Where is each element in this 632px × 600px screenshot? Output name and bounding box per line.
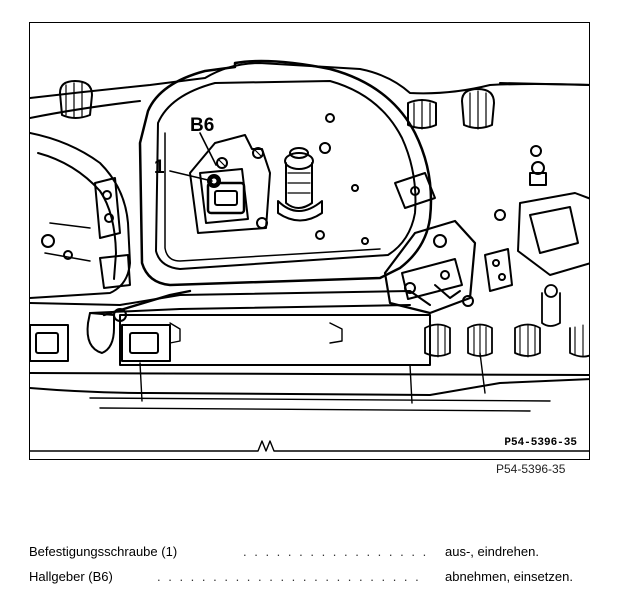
- legend-label: Befestigungsschraube (1): [29, 544, 178, 559]
- figure-code-inner: P54-5396-35: [504, 437, 577, 449]
- callout-1: 1: [154, 157, 165, 178]
- leader-dots: . . . . . . . . . . . . . . . . . . . . …: [157, 569, 421, 584]
- legend-action: abnehmen, einsetzen.: [445, 569, 573, 584]
- leader-dots: . . . . . . . . . . . . . . . . .: [243, 544, 429, 559]
- legend-label: Hallgeber (B6): [29, 569, 113, 584]
- callout-b6: B6: [190, 115, 215, 136]
- diagram-artwork: [30, 59, 589, 452]
- figure-caption-code: P54-5396-35: [496, 462, 566, 476]
- technical-diagram: 1 B6 P54-5396-35: [29, 22, 590, 460]
- legend-action: aus-, eindrehen.: [445, 544, 539, 559]
